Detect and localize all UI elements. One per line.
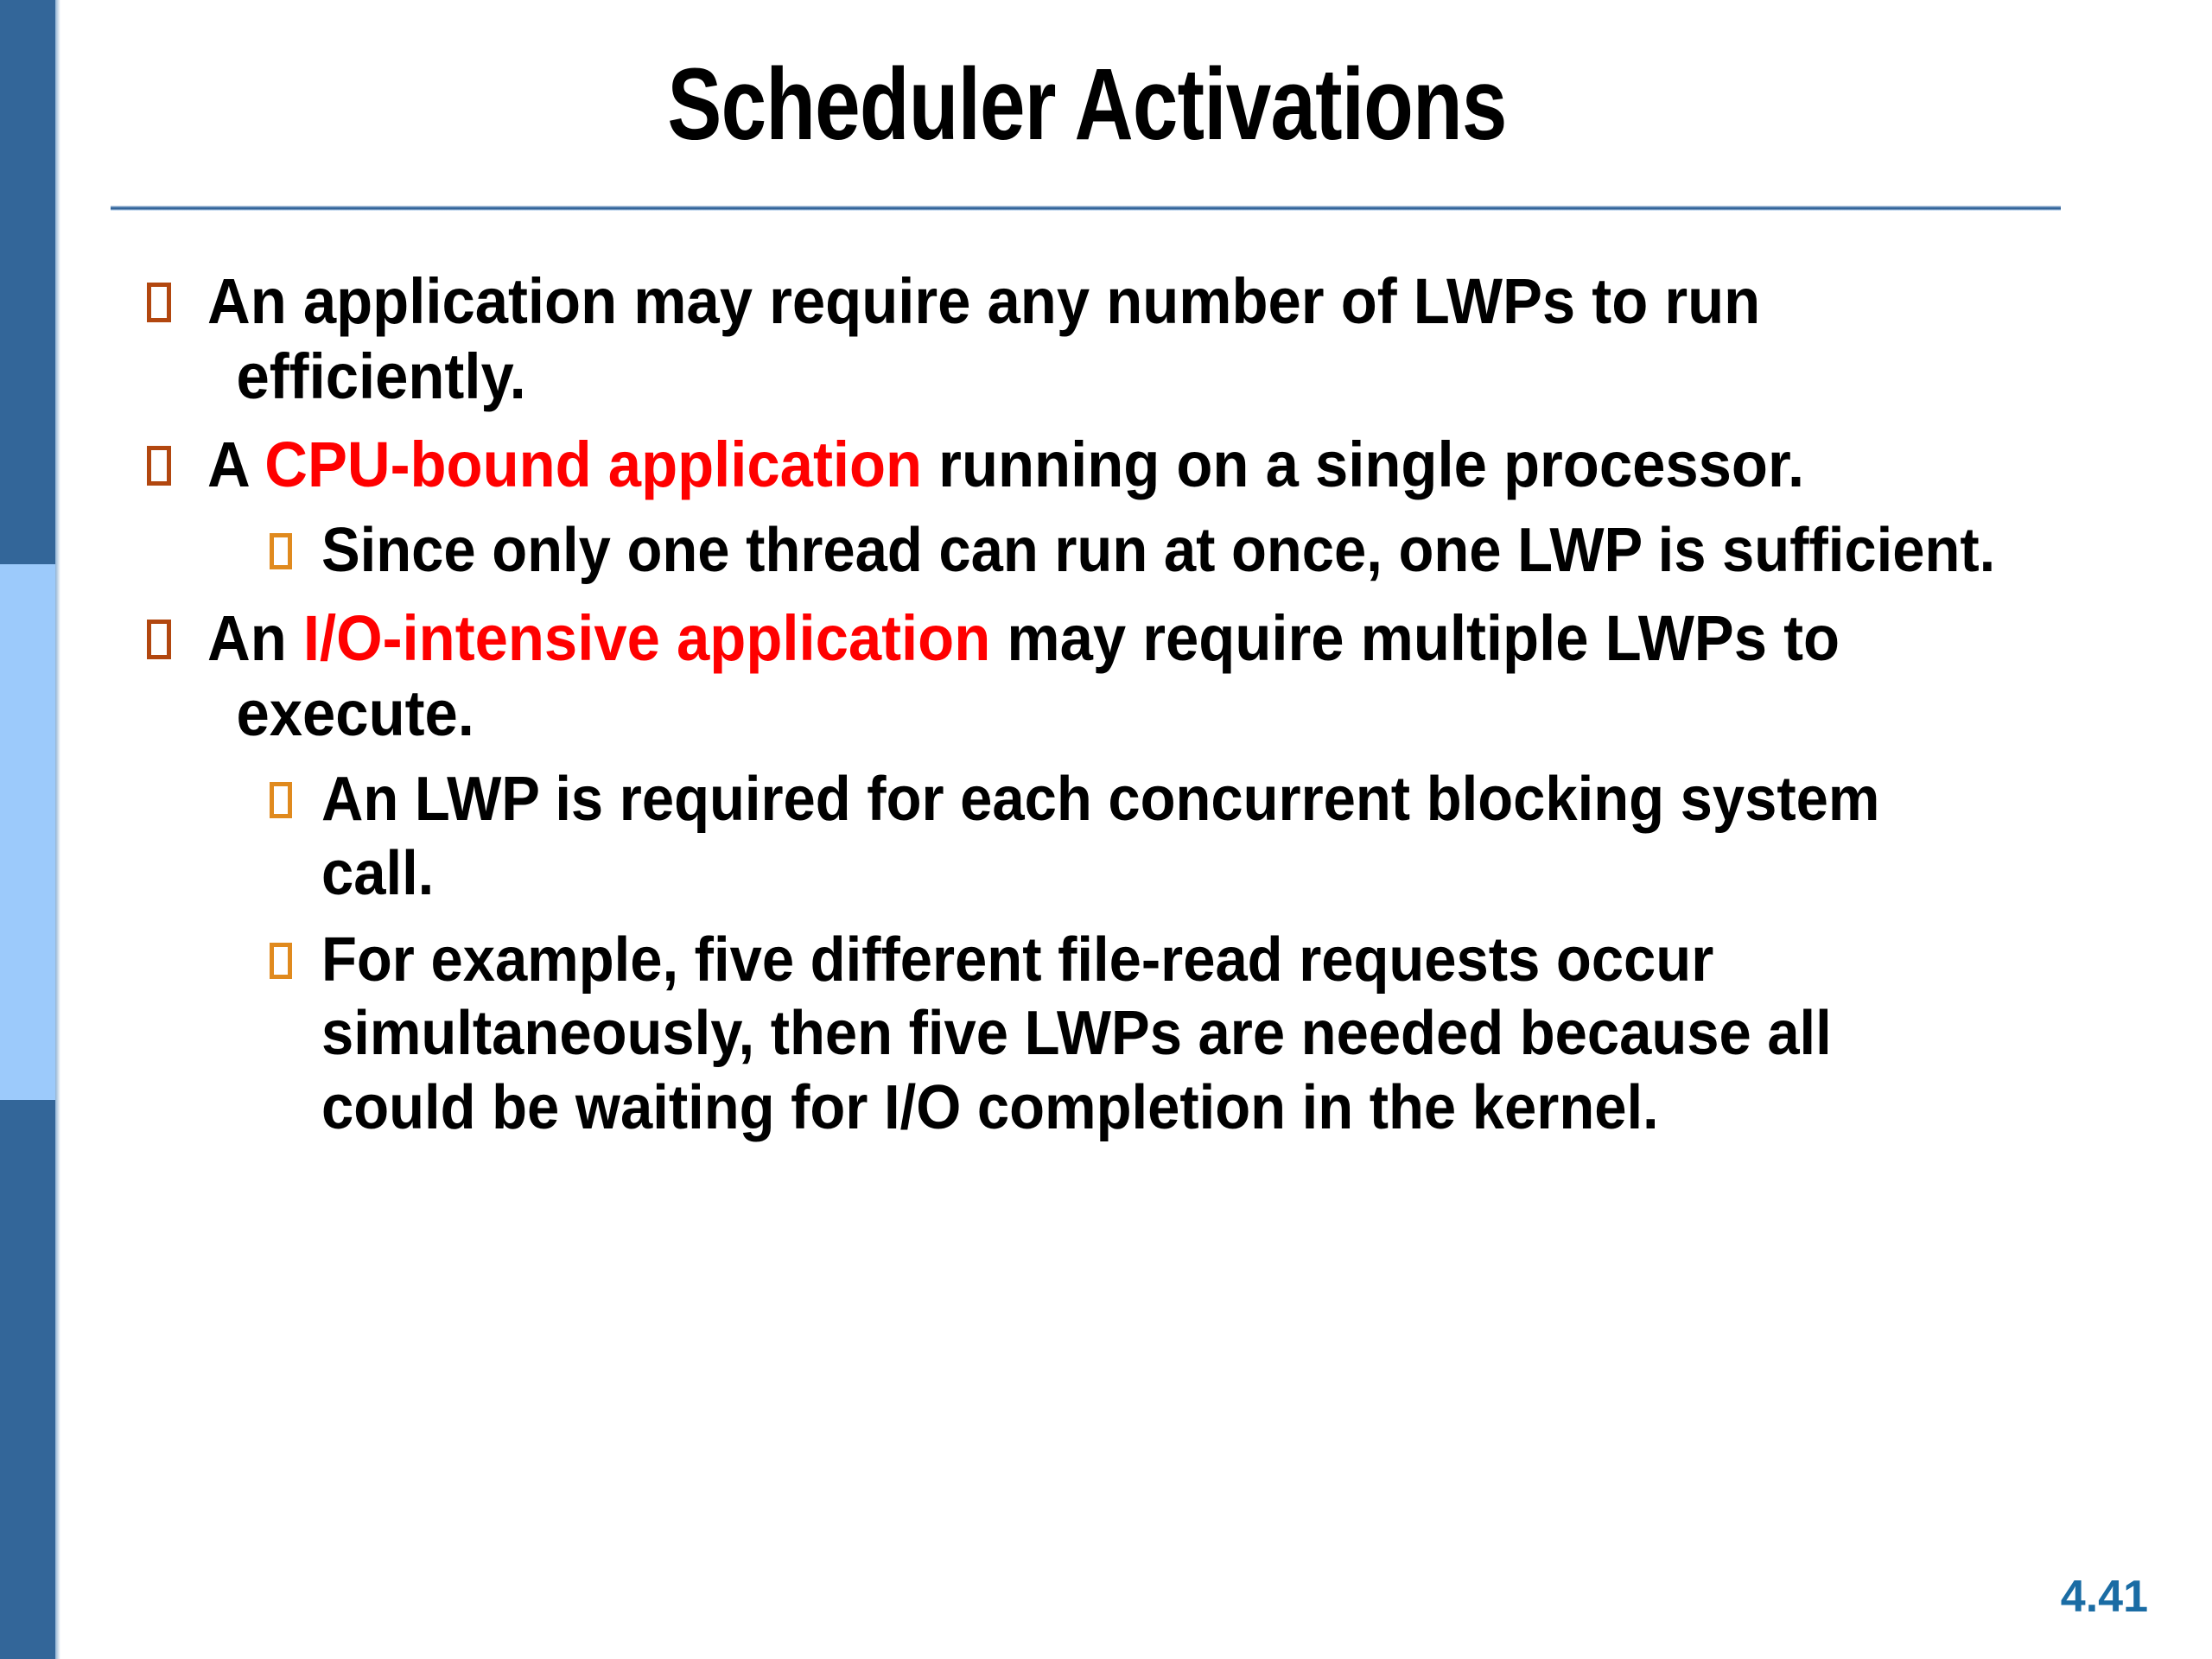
bullet-run-text: An application may require any number of… [207,265,1761,413]
bullet-text: An I/O-intensive application may require… [207,601,1992,752]
bullet-run-highlight: I/O-intensive application [302,601,991,674]
list-item: An application may require any number of… [147,264,2126,415]
bullet-box-icon [147,445,171,486]
sidebar-segment-middle [0,564,55,1100]
sidebar-edge-highlight [55,0,60,1659]
page-number: 4.41 [2060,1572,2148,1622]
bullet-text: An LWP is required for each concurrent b… [321,763,1999,911]
sidebar-segment-bottom [0,1100,55,1659]
bullet-text: For example, five different file-read re… [321,924,1999,1146]
bullet-box-icon [147,619,171,659]
list-item: For example, five different file-read re… [270,924,2126,1146]
bullet-text: Since only one thread can run at once, o… [321,514,1999,588]
bullet-box-icon [270,782,292,819]
bullet-box-icon [270,942,292,979]
bullet-run-text: running on a single processor. [922,428,1805,500]
list-item: Since only one thread can run at once, o… [270,514,2126,588]
bullet-box-icon [270,532,292,569]
list-item: An LWP is required for each concurrent b… [270,763,2126,911]
bullet-run-highlight: CPU-bound application [264,428,923,500]
bullet-run-text: An [207,601,303,674]
bullet-list: An application may require any number of… [147,264,2126,1158]
sidebar-segment-top [0,0,55,564]
bullet-run-text: An LWP is required for each concurrent b… [321,765,1880,908]
bullet-box-icon [147,283,171,322]
bullet-text: A CPU-bound application running on a sin… [207,427,1992,502]
bullet-run-text: may require multiple LWPs to execute. [236,601,1840,749]
bullet-run-text: For example, five different file-read re… [321,925,1832,1142]
list-item: An I/O-intensive application may require… [147,601,2126,752]
list-item: A CPU-bound application running on a sin… [147,427,2126,502]
sidebar-decoration [0,0,55,1659]
bullet-run-text: A [207,428,265,500]
bullet-run-text: Since only one thread can run at once, o… [321,515,1996,585]
title-divider-rule [111,206,2061,211]
slide-title: Scheduler Activations [667,48,1507,162]
bullet-text: An application may require any number of… [207,264,1992,415]
